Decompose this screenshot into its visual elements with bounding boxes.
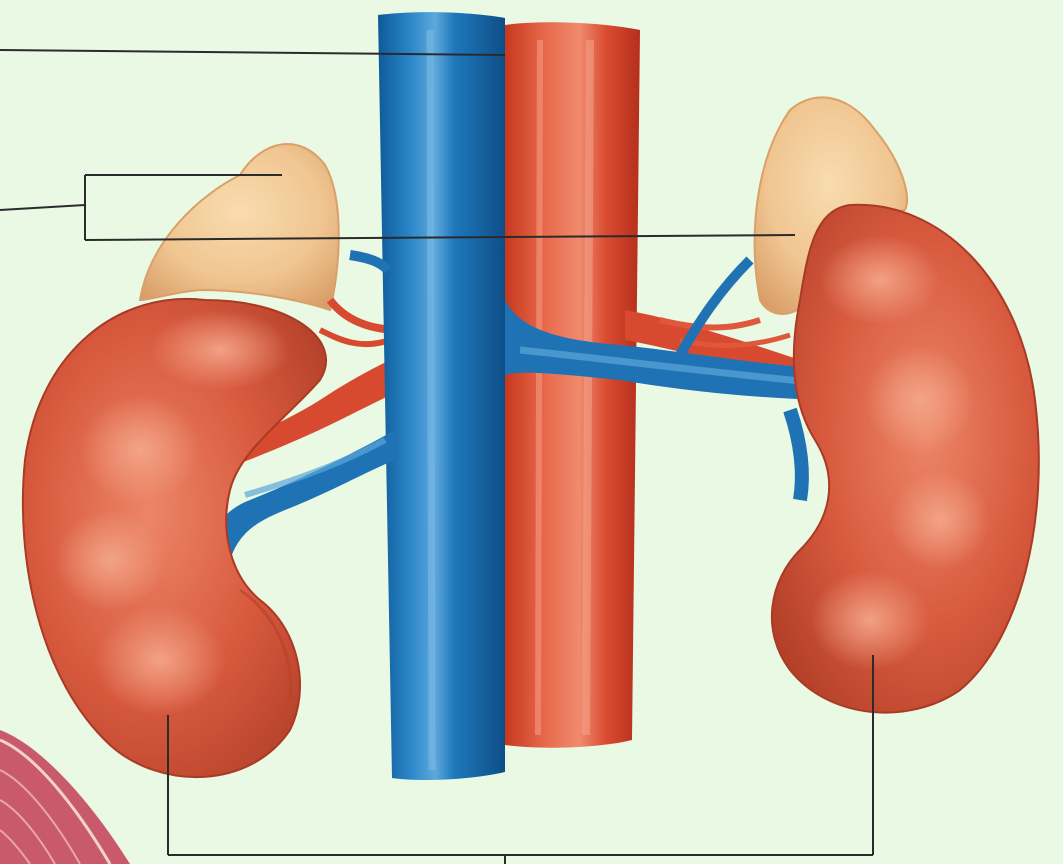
muscle-fragment xyxy=(0,730,130,864)
inferior-vena-cava xyxy=(378,12,505,780)
leader-line-adrenal-stub xyxy=(0,205,85,210)
right-kidney xyxy=(772,205,1039,713)
left-adrenal-gland xyxy=(140,144,339,310)
left-kidney xyxy=(23,299,326,777)
aorta xyxy=(505,22,640,747)
